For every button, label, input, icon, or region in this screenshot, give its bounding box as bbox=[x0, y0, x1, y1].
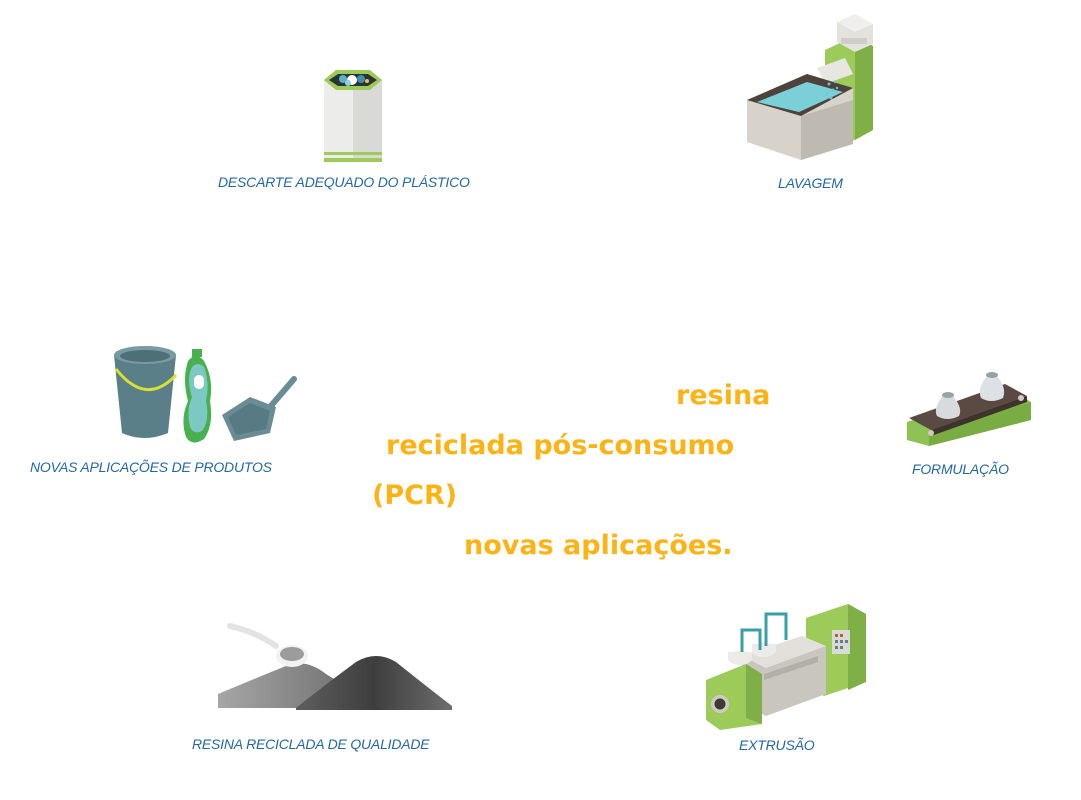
step-label: DESCARTE ADEQUADO DO PLÁSTICO bbox=[218, 174, 470, 190]
center-reciclada-pos-consumo: reciclada pós-consumo bbox=[386, 430, 735, 461]
step-label: LAVAGEM bbox=[778, 175, 843, 191]
step-novas-aplicacoes: NOVAS APLICAÇÕES DE PRODUTOS bbox=[30, 345, 320, 480]
center-novas-aplicacoes: novas aplicações. bbox=[464, 530, 733, 561]
step-label: EXTRUSÃO bbox=[739, 737, 815, 753]
center-resina: resina bbox=[676, 380, 771, 411]
step-resina: RESINA RECICLADA DE QUALIDADE bbox=[192, 622, 492, 757]
step-lavagem: LAVAGEM bbox=[745, 12, 875, 197]
step-label: FORMULAÇÃO bbox=[912, 461, 1009, 477]
washing-tank-icon bbox=[747, 14, 873, 160]
step-extrusao: EXTRUSÃO bbox=[698, 600, 868, 760]
step-formulacao: FORMULAÇÃO bbox=[905, 360, 1045, 485]
step-label: RESINA RECICLADA DE QUALIDADE bbox=[192, 736, 430, 752]
extruder-machine-icon bbox=[706, 604, 866, 730]
step-label: NOVAS APLICAÇÕES DE PRODUTOS bbox=[30, 459, 272, 475]
conveyor-belt-icon bbox=[907, 372, 1031, 446]
recycling-bin-icon bbox=[324, 70, 382, 162]
resin-pellets-pile-icon bbox=[218, 623, 452, 710]
center-pcr: (PCR) bbox=[372, 480, 458, 511]
step-descarte: DESCARTE ADEQUADO DO PLÁSTICO bbox=[218, 60, 518, 195]
plastic-products-icon bbox=[114, 346, 297, 443]
